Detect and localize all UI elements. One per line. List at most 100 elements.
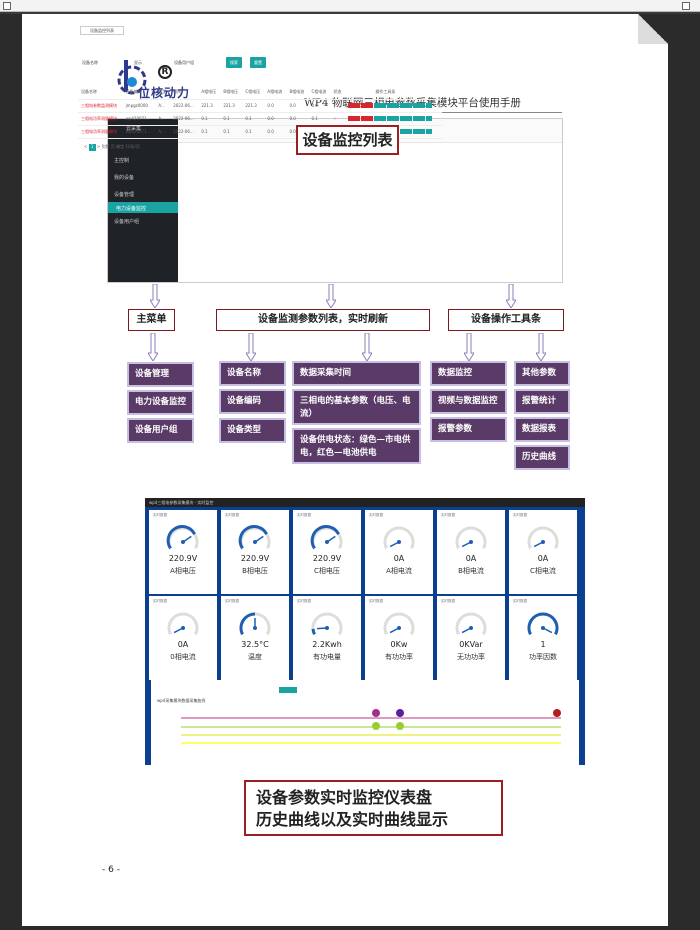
tool-button[interactable] — [400, 115, 413, 121]
tool-button[interactable] — [413, 102, 426, 108]
tool-button[interactable] — [413, 128, 426, 134]
page-label: 页 — [110, 144, 115, 149]
table-header-row: 设备名称 设备编码 类型 时间 A相电压 B相电压 C相电压 A相电流 B相电流… — [78, 86, 442, 100]
prev-page-button[interactable]: < — [84, 144, 88, 149]
caption-line: 历史曲线以及实时曲线显示 — [256, 810, 449, 829]
column-header: B相电流 — [286, 86, 309, 100]
per-page-select[interactable]: 10条/页 — [125, 144, 140, 149]
reset-button[interactable]: 重置 — [250, 57, 266, 68]
tool-button[interactable] — [426, 115, 433, 121]
gauge-dial — [527, 612, 559, 636]
table-cell: 0.0 — [264, 125, 287, 139]
gauge-label: 温度 — [248, 653, 262, 661]
table-cell: 0.0 — [264, 112, 287, 126]
param-collect-time: 数据采集时间 — [292, 361, 421, 386]
gauge-value: 0KVar — [459, 640, 483, 649]
gauge-label: 有功电量 — [313, 653, 341, 661]
menu-item-device-manage: 设备管理 — [127, 362, 194, 387]
table-cell: A... — [155, 99, 171, 113]
current-page[interactable]: 1 — [88, 144, 96, 151]
sidebar-item-power-monitor[interactable]: 电力设备监控 — [108, 202, 178, 213]
tool-button[interactable] — [374, 102, 387, 108]
device-name[interactable]: 三相电参数监测模块 — [78, 99, 123, 113]
toolbar-label: 设备操作工具条 — [448, 309, 564, 331]
goto-label: 到第 — [101, 144, 110, 149]
column-header: A相电压 — [198, 86, 221, 100]
gauge-value: 0A — [465, 554, 477, 563]
sidebar-item-home[interactable]: 主控制 — [114, 158, 130, 164]
table-cell: 2022-06... — [170, 125, 199, 139]
gauge-caption: 实时数据 — [297, 513, 311, 517]
tool-button[interactable] — [387, 115, 400, 121]
table-row[interactable]: 三相电功率测量模块 wp420071... A... 2022-06... 0.… — [78, 112, 442, 126]
gauge-caption: 实时数据 — [225, 513, 239, 517]
down-arrow-icon — [464, 333, 474, 361]
tool-button[interactable] — [387, 102, 400, 108]
tool-button[interactable] — [400, 102, 413, 108]
tab-device-list[interactable]: 设备监控列表 — [80, 26, 124, 35]
gauge-dial — [310, 525, 343, 550]
dashboard-caption: 设备参数实时监控仪表盘 历史曲线以及实时曲线显示 — [244, 780, 503, 836]
tool-alarm-params: 报警参数 — [430, 417, 507, 442]
tool-button[interactable] — [374, 115, 387, 121]
menu-item-power-monitor: 电力设备监控 — [127, 390, 194, 415]
gauge-value: 220.9V — [312, 554, 342, 563]
device-name[interactable]: 三相电功率测量模块 — [78, 112, 123, 126]
gauge-value: 220.9V — [240, 554, 270, 563]
tool-button[interactable] — [348, 102, 361, 108]
gauge-caption: 实时数据 — [153, 513, 167, 517]
tool-data-monitor: 数据监控 — [430, 361, 507, 386]
down-arrow-icon — [326, 284, 336, 308]
gauge-dial — [239, 612, 271, 636]
gauge-caption: 实时数据 — [297, 599, 311, 603]
table-cell: 0.1 — [242, 125, 265, 139]
sidebar-item-user-group[interactable]: 设备用户组 — [114, 219, 140, 225]
gauge-value: 2.2Kwh — [312, 640, 342, 649]
down-arrow-icon — [506, 284, 516, 308]
column-header: 时间 — [170, 86, 199, 100]
table-cell: 0.1 — [198, 112, 221, 126]
gauge-label: A相电压 — [170, 567, 196, 575]
tool-button[interactable] — [426, 102, 433, 108]
confirm-button[interactable]: 确定 — [116, 144, 125, 149]
screenshot-sidebar: 云采集 主控制 我的设备 设备管理 电力设备监控 设备用户组 — [108, 119, 178, 282]
tool-button[interactable] — [361, 115, 374, 121]
viewer-button[interactable] — [3, 2, 11, 10]
menu-item-user-group: 设备用户组 — [127, 418, 194, 443]
down-arrow-icon — [148, 333, 158, 361]
gauge-value: 1 — [540, 640, 546, 649]
sidebar-item-device-manage[interactable]: 设备管理 — [114, 192, 135, 198]
table-row[interactable]: 三相电参数监测模块 jmpgz0000 A... 2022-06... 221.… — [78, 99, 442, 113]
down-arrow-icon — [150, 284, 160, 308]
filter-select[interactable]: 设备用户组 — [174, 60, 194, 65]
gauge-dial — [455, 526, 487, 550]
next-page-button[interactable]: > — [96, 144, 101, 149]
filter-label: 显示 — [134, 60, 142, 65]
power-status-icon: ⚡ — [330, 112, 346, 126]
param-basic: 三相电的基本参数（电压、电流） — [292, 389, 421, 425]
table-cell: 221.3 — [242, 99, 265, 113]
table-cell: 0.1 — [220, 112, 243, 126]
viewer-button[interactable] — [682, 2, 690, 10]
search-button[interactable]: 搜索 — [226, 57, 242, 68]
toolbar-cell — [345, 112, 442, 126]
gauge-dial — [455, 612, 487, 636]
table-cell: A... — [155, 112, 171, 126]
sidebar-group[interactable]: 我的设备 — [114, 175, 135, 181]
gauge-label: 功率因数 — [529, 653, 557, 661]
column-header: 设备名称 — [78, 86, 123, 100]
filter-bar: 设备名称 显示 设备用户组 搜索 重置 — [78, 56, 456, 70]
tool-button[interactable] — [413, 115, 426, 121]
param-device-name: 设备名称 — [219, 361, 286, 386]
tool-button[interactable] — [426, 128, 433, 134]
gauge-caption: 实时数据 — [441, 513, 455, 517]
tool-button[interactable] — [400, 128, 413, 134]
tool-button[interactable] — [361, 102, 374, 108]
tool-button[interactable] — [348, 115, 361, 121]
device-name[interactable]: 三相电功率测量模块 — [78, 125, 123, 139]
gauge-caption: 实时数据 — [225, 599, 239, 603]
